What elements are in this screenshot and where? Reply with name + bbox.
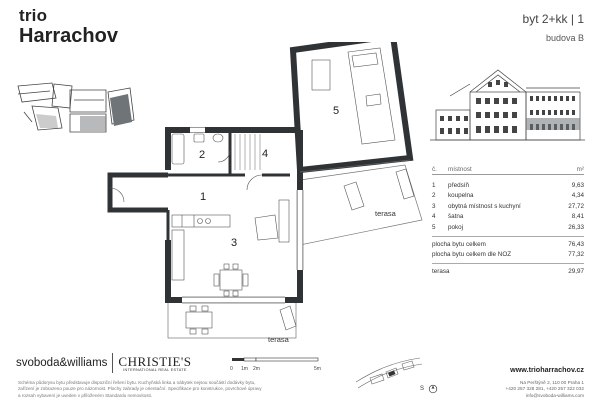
room-area-table: č. místnost m² 1 předsíň 9,63 2 koupelna… [432, 166, 584, 277]
total-noz-label: plocha bytu celkem dle NOZ [432, 251, 512, 258]
row-number: 5 [432, 223, 436, 231]
floor-plan-drawing: 1 2 3 4 5 terasa terasa [107, 42, 423, 344]
north-arrow-icon [428, 384, 438, 394]
unit-title: byt 2+kk | 1 [522, 12, 584, 26]
total-area-label: plocha bytu celkem [432, 241, 486, 248]
total-noz-value: 77,32 [568, 251, 584, 258]
north-arrow-label: S [420, 386, 424, 392]
row-area: 9,63 [571, 181, 584, 189]
logo-svoboda-text: svoboda [16, 357, 60, 369]
svoboda-williams-logo: svoboda&williams [16, 357, 107, 369]
christies-subline: INTERNATIONAL REAL ESTATE [123, 367, 187, 372]
col-area-header: m² [576, 166, 584, 173]
christies-wordmark: CHRISTIE'S [118, 353, 192, 369]
total-area-row: plocha bytu celkem 76,43 [432, 240, 584, 250]
disclaimer-line: zařízení je zobrazeno pouze pro názornos… [18, 386, 262, 392]
contact-address: Na Perštýně 2, 110 00 Praha 1 [519, 380, 584, 385]
logo-ampersand: & [59, 357, 68, 369]
table-row: 1 předsíň 9,63 [432, 180, 584, 191]
partner-logos: svoboda&williams CHRISTIE'S INTERNATIONA… [16, 352, 191, 374]
terrace-bottom-area [167, 299, 297, 339]
row-room-name: pokoj [448, 223, 464, 231]
scale-tick-2m: 2m [253, 366, 260, 372]
logo-williams-text: williams [67, 357, 108, 369]
contact-email[interactable]: info@svoboda-williams.com [525, 392, 584, 398]
table-row: 3 obytná místnost s kuchyní 27,72 [432, 201, 584, 212]
total-area-value: 76,43 [568, 241, 584, 248]
brand-logo-line1: trio [19, 6, 48, 25]
scale-tick-0: 0 [230, 366, 233, 372]
row-room-name: předsíň [448, 181, 470, 189]
terrace-label-right: terasa [375, 209, 397, 218]
room-label-2: 2 [199, 149, 205, 161]
row-area: 27,72 [568, 202, 584, 210]
total-noz-row: plocha bytu celkem dle NOZ 77,32 [432, 250, 584, 260]
terrace-right-area [299, 164, 423, 246]
scale-tick-5m: 5m [314, 366, 321, 372]
table-row: 5 pokoj 26,33 [432, 222, 584, 233]
row-room-name: šatna [448, 213, 464, 221]
disclaimer-text: Schéma půdorysu bytu představuje dispozi… [18, 380, 328, 399]
row-number: 1 [432, 181, 436, 189]
table-row: 4 šatna 8,41 [432, 212, 584, 223]
terrace-label-bottom: terasa [268, 335, 290, 344]
terrace-area-value: 29,97 [568, 268, 584, 275]
row-area: 26,33 [568, 223, 584, 231]
website-link[interactable]: www.trioharrachov.cz [510, 365, 584, 374]
scale-tick-1m: 1m [241, 366, 248, 372]
room-label-5: 5 [333, 105, 339, 117]
room-label-4: 4 [262, 148, 268, 160]
building-label: budova B [545, 33, 584, 43]
contact-details: Na Perštýně 2, 110 00 Praha 1 +420 257 3… [506, 380, 584, 399]
row-room-name: obytná místnost s kuchyní [448, 202, 521, 210]
row-area: 8,41 [571, 213, 584, 221]
room-label-3: 3 [231, 237, 237, 249]
building-elevation-drawing [430, 69, 585, 141]
row-room-name: koupelna [448, 192, 474, 200]
row-area: 4,34 [571, 192, 584, 200]
row-number: 4 [432, 213, 436, 221]
site-plan-diagram: S [355, 357, 424, 392]
disclaimer-line: Schéma půdorysu bytu představuje dispozi… [18, 380, 256, 385]
row-number: 2 [432, 192, 436, 200]
scale-bar: 0 1m 2m 5m [230, 357, 321, 372]
brand-logo-line2: Harrachov [19, 25, 118, 47]
disclaimer-line: a rozsah vybavení je uveden v přiloženém… [18, 392, 153, 398]
contact-phones: +420 257 328 281, +420 257 322 032 [505, 386, 584, 392]
terrace-area-label: terasa [432, 268, 450, 275]
logo-divider [112, 353, 114, 373]
terrace-area-row: terasa 29,97 [432, 267, 584, 277]
table-row: 2 koupelna 4,34 [432, 191, 584, 202]
col-number-header: č. [432, 166, 437, 173]
christies-logo: CHRISTIE'S INTERNATIONAL REAL ESTATE [118, 355, 191, 372]
table-divider [432, 262, 584, 264]
room-label-1: 1 [200, 191, 206, 203]
room-table-header: č. místnost m² [432, 166, 584, 175]
key-plan-diagram [17, 82, 135, 133]
col-room-header: místnost [448, 166, 472, 173]
table-divider [432, 235, 584, 237]
row-number: 3 [432, 202, 436, 210]
